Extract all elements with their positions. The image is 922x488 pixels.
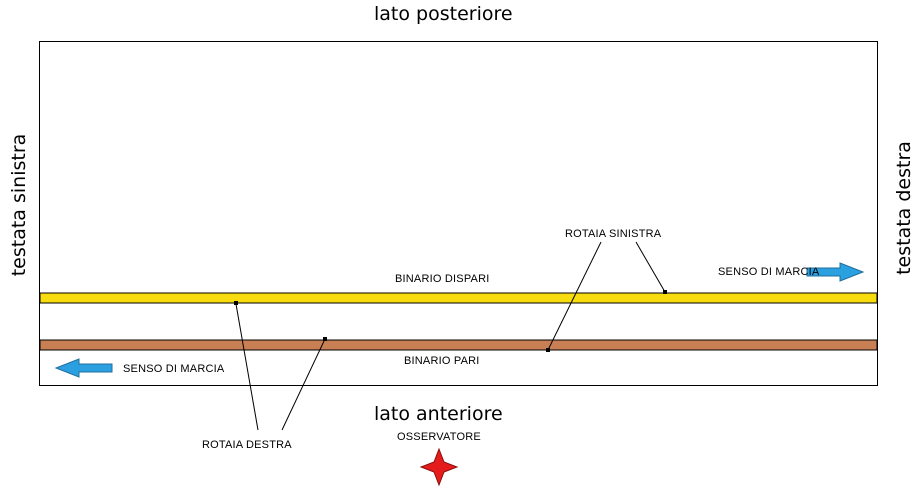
right-rail-marker-odd bbox=[234, 301, 238, 305]
left-rail-label: ROTAIA SINISTRA bbox=[565, 228, 662, 240]
rear-side-label: lato posteriore bbox=[374, 3, 513, 25]
left-rail-marker-even bbox=[546, 348, 550, 352]
left-rail-leader-odd bbox=[635, 241, 666, 293]
odd-track-label: BINARIO DISPARI bbox=[395, 273, 490, 285]
arrow-left-icon bbox=[54, 358, 113, 378]
left-end-label: testata sinistra bbox=[8, 133, 30, 277]
four-point-star-icon bbox=[419, 447, 459, 487]
diagram-frame bbox=[39, 41, 878, 386]
front-side-label: lato anteriore bbox=[374, 403, 503, 425]
even-track-label: BINARIO PARI bbox=[404, 355, 480, 367]
right-rail-leader-even bbox=[281, 338, 326, 431]
left-rail-leader-even bbox=[547, 241, 602, 351]
arrow-right-icon bbox=[806, 262, 865, 282]
even-track-band bbox=[39, 339, 878, 351]
direction-right-label: SENSO DI MARCIA bbox=[718, 266, 820, 278]
right-rail-label: ROTAIA DESTRA bbox=[202, 439, 292, 451]
direction-left-label: SENSO DI MARCIA bbox=[123, 363, 225, 375]
odd-track-band bbox=[39, 292, 878, 304]
observer-label: OSSERVATORE bbox=[397, 431, 481, 443]
left-rail-marker-odd bbox=[663, 290, 667, 294]
right-rail-leader-odd bbox=[235, 303, 259, 431]
right-rail-marker-even bbox=[323, 337, 327, 341]
right-end-label: testata destra bbox=[893, 141, 915, 275]
